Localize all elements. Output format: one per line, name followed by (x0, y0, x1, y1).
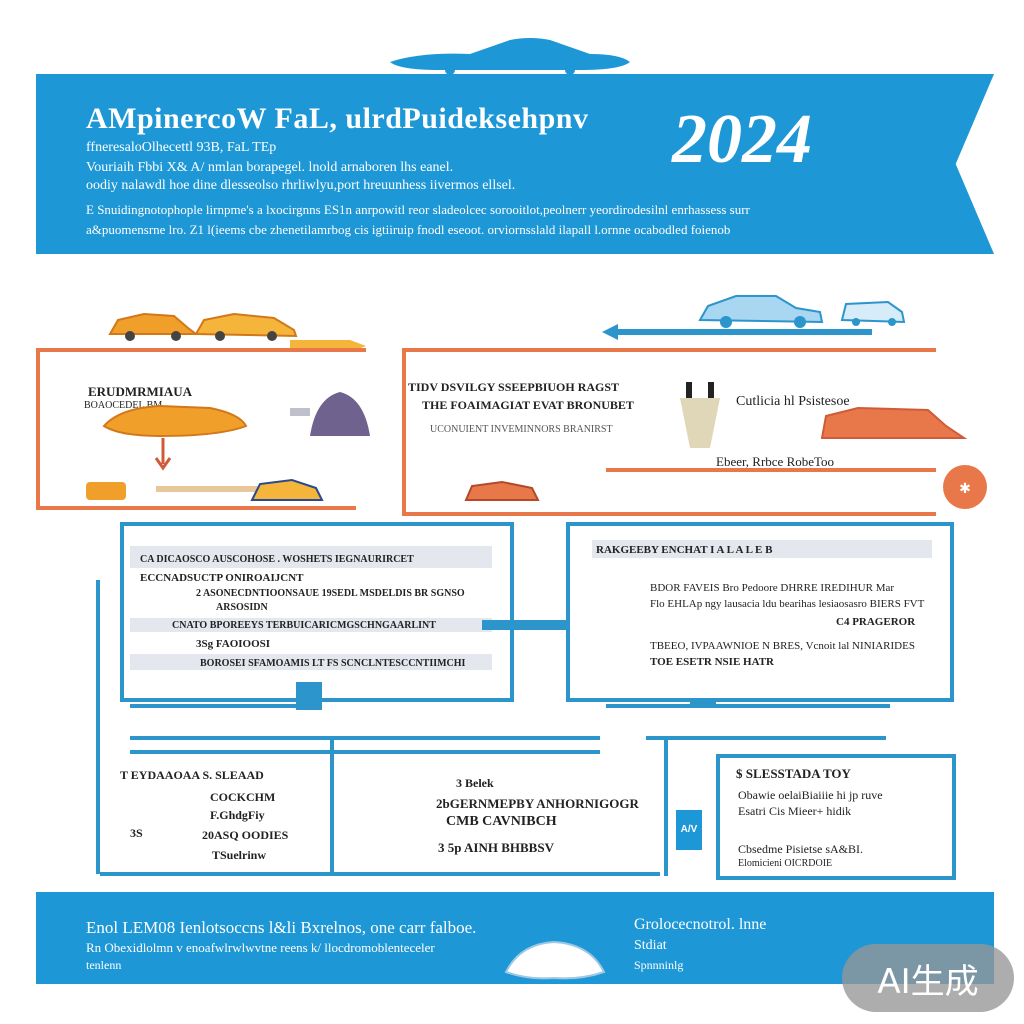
arrow-icon (602, 324, 872, 340)
left-horizontal-connector (130, 704, 300, 708)
bottom-left-heading: T EYDAAOAA S. SLEAAD (120, 768, 264, 782)
left-blue-line-1: CA DICAOSCO AUSCOHOSE . WOSHETS IEGNAURI… (140, 554, 414, 565)
orange-connector (606, 468, 936, 472)
left-blue-mid-bar (130, 618, 492, 632)
bottom-center-line-4: 3 5p AINH BHBBSV (438, 840, 554, 855)
left-orange-subheading: BOAOCEDEL BM (84, 400, 163, 411)
footer-right-line-1: Grolocecnotrol. lnne (634, 916, 767, 933)
left-blue-line-4: ARSOSIDN (216, 602, 268, 613)
right-blue-header: RAKGEEBY ENCHAT I A L A L E B (596, 544, 773, 556)
orange-frame-left (36, 348, 40, 510)
left-blue-line-5: CNATO BPOREEYS TERBUICARICMGSCHNGAARLINT (172, 620, 436, 631)
bottom-top-line-left-2 (130, 750, 600, 754)
car-icon (108, 312, 298, 341)
footer-banner: Enol LEM08 Ienlotsoccns l&li Bxrelnos, o… (36, 892, 994, 984)
airplane-icon (390, 38, 630, 75)
bottom-divider-left (330, 740, 334, 876)
right-blue-line-5: TOE ESETR NSIE HATR (650, 656, 774, 668)
left-blue-bottom-bar (130, 654, 492, 670)
banner-line-1: ffneresaloOlhecettl 93B, FaL TEp (86, 140, 277, 155)
left-blue-line-2: ECCNADSUCTP ONIROAIJCNT (140, 572, 304, 584)
footer-left-line-1: Enol LEM08 Ienlotsoccns l&li Bxrelnos, o… (86, 918, 477, 937)
right-orange-caption-2: Ebeer, Rrbce RobeToo (716, 454, 835, 469)
footer-left-line-3: tenlenn (86, 958, 122, 972)
orange-frame-bottom (36, 506, 356, 510)
right-orange-caption-1: Cutlicia hl Psistesoe (736, 394, 850, 409)
left-blue-line-6: 3Sg FAOIOOSI (196, 638, 271, 650)
bottom-center-line-1: 3 Belek (456, 776, 494, 790)
right-horizontal-connector (606, 704, 890, 708)
car-icon (86, 478, 324, 501)
left-junction (296, 682, 322, 710)
arrow-icon (290, 340, 366, 352)
arrow-icon (154, 438, 172, 471)
footer-right-line-2: Stdiat (634, 938, 667, 953)
year-label: 2024 (672, 101, 812, 178)
person-icon (290, 392, 370, 436)
right-orange-line-3: UCONUIENT INVEMINNORS BRANIRST (430, 424, 613, 435)
badge-icon: ✱ (943, 465, 987, 509)
bottom-left-item-1: COCKCHM (210, 790, 276, 804)
right-blue-header-bar (592, 540, 932, 558)
person-icon (680, 382, 720, 448)
left-orange-heading: ERUDMRMIAUA (88, 384, 192, 399)
footer-left-line-2: Rn Obexidlolmn v enoafwlrwlwvtne reens k… (86, 940, 435, 955)
banner-line-2: Vouriaih Fbbi X& A/ nmlan borapegel. lno… (86, 160, 454, 175)
ai-generated-badge: AI生成 (842, 944, 1014, 1012)
right-blue-line-4: TBEEO, IVPAAWNIOE N BRES, Vcnoit lal NIN… (650, 640, 915, 652)
bottom-right-line-2: Esatri Cis Mieer+ hidik (738, 804, 852, 818)
bottom-left-item-4: TSuelrinw (212, 848, 267, 862)
bottom-top-line-right (646, 736, 886, 740)
right-blue-line-2: Flo EHLAp ngy lausacia ldu bearihas lesi… (650, 598, 925, 610)
header-banner: AMpinercoW FaL, ulrdPuideksehpnv 2024 ff… (36, 74, 994, 254)
left-blue-line-3: 2 ASONECDNTIOONSAUE 19SEDL MSDELDIS BR S… (196, 588, 465, 599)
bottom-right-heading: $ SLESSTADA TOY (736, 766, 851, 781)
banner-line-5: a&puomensrne lro. Z1 l(ieems cbe zheneti… (86, 222, 731, 237)
left-blue-header-bar (130, 546, 492, 568)
bottom-left-mark: 3S (130, 826, 143, 840)
left-vertical-connector (96, 580, 100, 874)
bottom-center-line-2: 2bGERNMEPBY ANHORNIGOGR (436, 796, 639, 811)
footer-right-line-3: Spnnninlg (634, 958, 684, 972)
right-blue-line-1: BDOR FAVEIS Bro Pedoore DHRRE IREDIHUR M… (650, 582, 895, 594)
bottom-right-line-3: Cbsedme Pisietse sA&BI. (738, 842, 863, 856)
right-orange-line-1: TIDV DSVILGY SSEEPBIUOH RAGST (408, 380, 620, 394)
svg-text:✱: ✱ (959, 480, 971, 496)
banner-line-3: oodiy nalawdl hoe dine dlesseolso rhrliw… (86, 178, 516, 193)
car-icon (820, 406, 968, 439)
bottom-right-line-4: Elomicieni OICRDOIE (738, 858, 833, 869)
banner-line-4: E Snuidingnotophople lirnpme's a lxocirg… (86, 202, 750, 217)
bottom-right-line-1: Obawie oelaiBiaiiie hi jp ruve (738, 788, 883, 802)
connector-bar (482, 620, 602, 630)
car-icon (464, 480, 540, 501)
airplane-icon (504, 940, 606, 980)
car-icon (102, 404, 248, 438)
page-title: AMpinercoW FaL, ulrdPuideksehpnv (86, 102, 589, 135)
car-icon (840, 300, 906, 326)
car-icon (698, 295, 824, 328)
bottom-baseline (100, 872, 660, 876)
bottom-divider-right (664, 740, 668, 876)
left-blue-line-7: BOROSEI SFAMOAMIS LT FS SCNCLNTESCCNTIIM… (200, 658, 466, 669)
bottom-center-line-3: CMB CAVNIBCH (446, 814, 557, 829)
bottom-right-panel (716, 754, 956, 880)
bottom-top-line-left (130, 736, 600, 740)
bottom-left-item-2: F.GhdgFiy (210, 808, 265, 822)
orange-frame-top (36, 348, 366, 352)
connector-badge: A/V (676, 810, 702, 850)
right-blue-line-3: C4 PRAGEROR (836, 616, 916, 628)
bottom-left-item-3: 20ASQ OODIES (202, 828, 289, 842)
right-orange-line-2: THE FOAIMAGIAT EVAT BRONUBET (422, 398, 634, 412)
